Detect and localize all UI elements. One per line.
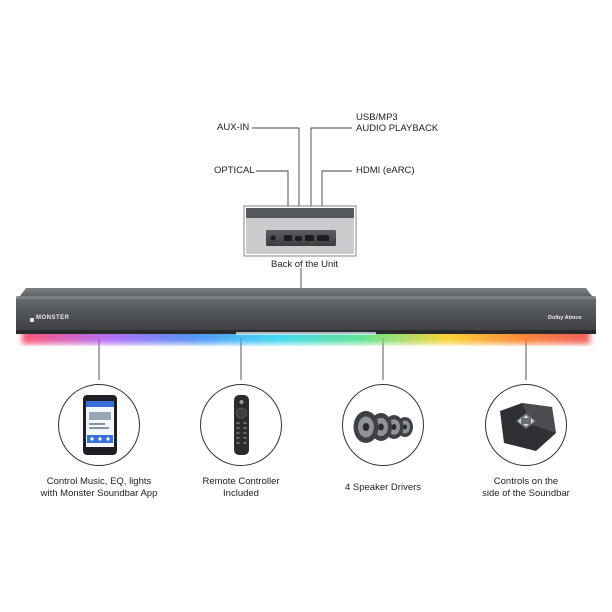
side-controls-icon: [500, 403, 556, 451]
usb-port: [305, 235, 314, 241]
side-controls-circle: [485, 384, 567, 466]
speaker-drivers-circle: [342, 384, 424, 466]
remote-control-icon: [234, 395, 249, 455]
optical-port: [284, 235, 292, 241]
feature-caption-controls-line1: Controls on the: [493, 476, 559, 487]
back-of-unit-caption: Back of the Unit: [271, 259, 339, 270]
speaker-drivers-icon: [353, 411, 413, 443]
remote-circle: [200, 384, 282, 466]
soundbar-brand-logo: MONSTER: [36, 315, 70, 321]
feature-caption-app-line2: with Monster Soundbar App: [40, 488, 158, 499]
feature-caption-remote-line2: Included: [223, 488, 259, 499]
feature-caption-remote-line1: Remote Controller: [202, 476, 280, 487]
optical-label: OPTICAL: [214, 165, 255, 176]
feature-caption-controls-line2: side of the Soundbar: [482, 488, 570, 499]
back-panel-inset: [243, 205, 357, 257]
feature-caption-drivers-line1: 4 Speaker Drivers: [344, 482, 422, 493]
feature-caption-app-line1: Control Music, EQ, lights: [46, 476, 152, 487]
aux-port: [295, 236, 302, 241]
usb-mp3-line1: USB/MP3: [356, 112, 398, 123]
port-connector-lines: [98, 127, 527, 380]
usb-mp3-line2: AUDIO PLAYBACK: [356, 123, 439, 134]
feature-caption-drivers: 4 Speaker Drivers: [322, 482, 444, 494]
aux-in-label: AUX-IN: [217, 122, 250, 133]
hdmi-label: HDMI (eARC): [356, 165, 415, 176]
feature-caption-controls: Controls on the side of the Soundbar: [460, 476, 592, 500]
phone-app-icon: [83, 395, 117, 455]
soundbar: [16, 288, 596, 335]
usb-mp3-label: USB/MP3 AUDIO PLAYBACK: [356, 112, 438, 134]
phone-app-circle: [58, 384, 140, 466]
hdmi-port: [317, 235, 329, 241]
feature-caption-app: Control Music, EQ, lights with Monster S…: [28, 476, 170, 500]
dolby-atmos-badge: Dolby Atmos: [548, 315, 582, 321]
feature-caption-remote: Remote Controller Included: [180, 476, 302, 500]
